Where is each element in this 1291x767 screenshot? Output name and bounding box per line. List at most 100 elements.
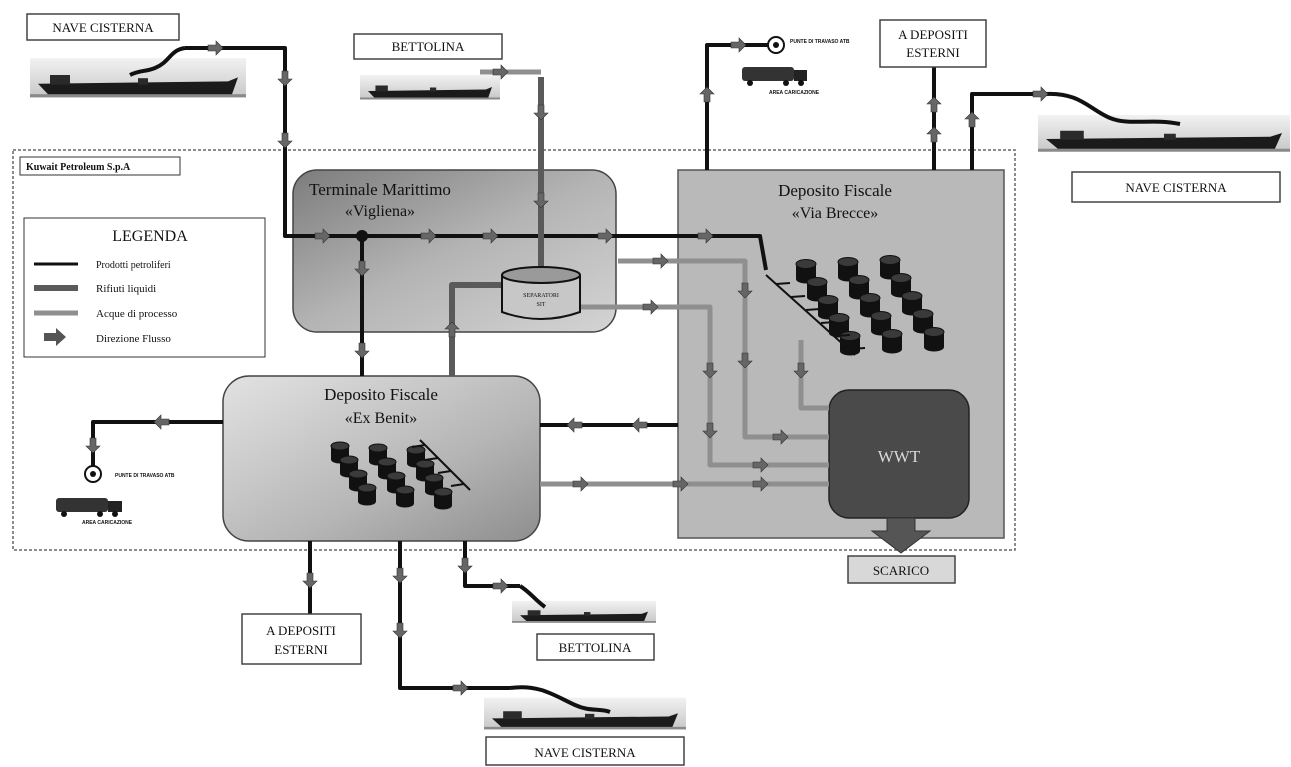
flow-arrow-icon (533, 104, 549, 121)
storage-tank-top (848, 275, 870, 285)
storage-tank-top (368, 443, 388, 453)
flow-arrow-icon (314, 228, 331, 244)
flow-arrow-icon (702, 362, 718, 379)
loading-hose (518, 584, 547, 609)
company-label-box (19, 156, 181, 176)
depositi-bottom-box (241, 613, 362, 665)
ship-hull-icon (38, 77, 238, 95)
ship-bridge-icon (1060, 130, 1084, 140)
flow-arrow-icon (277, 70, 293, 87)
flow-arrow-icon (702, 422, 718, 439)
legend-arrow-icon (44, 328, 66, 346)
terminal-title: Terminale Marittimo (309, 180, 451, 199)
nave-bottom-box (485, 736, 685, 766)
wwt-label: WWT (878, 447, 921, 466)
storage-tank-top (377, 457, 397, 467)
storage-tank-top (923, 327, 945, 337)
ship-deck-structure (585, 713, 595, 720)
flow-arrow-icon (1032, 86, 1049, 102)
flow-arrow-icon (964, 111, 980, 128)
flow-arrow-icon (420, 228, 437, 244)
bettolina-top-box (353, 33, 503, 60)
ship-waterline (30, 94, 246, 98)
flow-arrow-icon (482, 228, 499, 244)
scarico-box (847, 555, 956, 584)
depositi-top-label-line1: A DEPOSITI (898, 27, 968, 42)
flow-arrow-icon (572, 476, 589, 492)
ship-hull-icon (1046, 133, 1282, 149)
ship-bridge-icon (503, 711, 522, 720)
scarico-arrow-icon (870, 517, 932, 554)
manifold-branch (805, 308, 821, 311)
manifold-line (765, 274, 856, 356)
flow-arrow-icon (392, 622, 408, 639)
pump-label-top: PUNTE DI TRAVASO ATB (790, 39, 850, 45)
product-pipe (398, 541, 510, 690)
ship-waterline (484, 726, 686, 730)
storage-tank-top (890, 273, 912, 283)
nave-top-left-box (26, 13, 180, 41)
separator-label-line2: SIT (537, 302, 546, 308)
flow-arrow-icon (277, 132, 293, 149)
product-pipe (185, 46, 768, 271)
loading-hose (129, 46, 186, 77)
flow-arrow-icon (697, 228, 714, 244)
storage-tank-top (901, 291, 923, 301)
separator-tank (501, 266, 581, 320)
storage-tank-top (912, 309, 934, 319)
storage-tank-base (358, 497, 376, 506)
ship-bridge-icon (375, 85, 388, 92)
flow-arrow-icon (452, 680, 469, 696)
company-boundary (12, 149, 1016, 551)
flow-arrow-icon (597, 228, 614, 244)
storage-tank-top (330, 441, 350, 451)
depositi-bottom-label-line2: ESTERNI (274, 642, 327, 657)
manifold-branch (790, 295, 806, 298)
bettolina-bottom-box (536, 633, 655, 661)
storage-tank-top (806, 277, 828, 287)
ship-bottom (484, 697, 686, 730)
waste-pipe (449, 282, 502, 376)
nave-right-label: NAVE CISTERNA (1125, 180, 1227, 195)
flow-arrow-icon (492, 64, 509, 80)
legend-item-label: Rifiuti liquidi (96, 283, 156, 295)
ship-hull-icon (492, 713, 678, 727)
storage-tank-top (881, 329, 903, 339)
flow-arrow-icon (793, 362, 809, 379)
legend-item-label: Prodotti petroliferi (96, 260, 171, 271)
storage-tank-top (795, 259, 817, 269)
storage-tank-base (882, 344, 902, 354)
ship-bottom-center (512, 600, 656, 623)
flow-arrow-icon (652, 253, 669, 269)
ship-waterline (360, 97, 500, 100)
flow-arrow-icon (737, 282, 753, 299)
ships (30, 46, 1290, 730)
manifold-branch (424, 457, 439, 461)
process-pipe (798, 340, 829, 411)
storage-tank-top (357, 483, 377, 493)
flow-arrow-icon (752, 476, 769, 492)
area-label-left: AREA CARICAZIONE (82, 520, 133, 526)
manifold-branch (775, 282, 791, 285)
flow-arrow-icon (631, 417, 648, 433)
nave-right-box (1071, 171, 1281, 203)
manifold-branch (450, 483, 465, 487)
flow-arrow-icon (672, 476, 689, 492)
storage-tank-top (870, 311, 892, 321)
ship-hull-icon (520, 611, 648, 622)
flow-arrow-icon (772, 429, 789, 445)
via-brecce-subtitle: «Via Brecce» (792, 205, 879, 222)
flow-arrows (85, 37, 1049, 696)
product-pipe (705, 43, 768, 170)
depositi-top-label-line2: ESTERNI (906, 45, 959, 60)
storage-tank-top (348, 469, 368, 479)
manifold-line (419, 439, 471, 491)
flow-arrow-icon (85, 437, 101, 454)
pump-station-top (767, 36, 785, 54)
product-pipe (970, 92, 1045, 170)
storage-tank-top (424, 473, 444, 483)
manifold-branch (835, 334, 851, 337)
storage-tank-top (817, 295, 839, 305)
ship-deck-structure (430, 87, 437, 92)
